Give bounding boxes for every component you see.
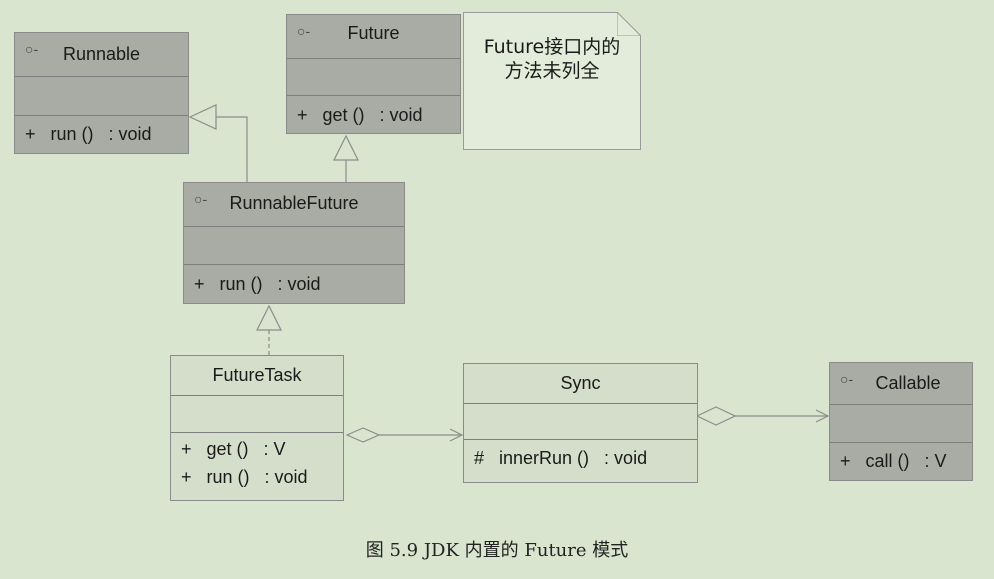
runnable-header: ○- Runnable [15, 33, 188, 77]
future-attributes [287, 59, 460, 96]
interface-icon: ○- [297, 23, 311, 39]
runnable-realization-arrowhead [188, 104, 217, 130]
futuretask-name: FutureTask [212, 365, 302, 385]
runnable-name: Runnable [62, 44, 141, 64]
future-interface[interactable]: ○- Future + get () : void [286, 14, 461, 134]
note-fold-icon [617, 12, 641, 36]
callable-arrowhead [815, 409, 830, 423]
sync-arrowhead [449, 428, 464, 442]
sync-header: Sync [464, 364, 697, 404]
future-header: ○- Future [287, 15, 460, 59]
runnable-methods: + run () : void [15, 116, 188, 148]
note-line-2: 方法未列全 [504, 60, 600, 82]
figure-caption: 图 5.9 JDK 内置的 Future 模式 [365, 540, 629, 561]
futuretask-header: FutureTask [171, 356, 343, 396]
callable-name: Callable [875, 373, 941, 393]
futuretask-method-get: + get () : V [181, 439, 286, 459]
sync-name: Sync [560, 373, 601, 393]
future-realization-arrowhead [333, 134, 359, 161]
runnablefuture-header: ○- RunnableFuture [184, 183, 404, 227]
futuretask-methods: + get () : V + run () : void [171, 433, 343, 491]
future-method-get: + get () : void [297, 105, 423, 125]
futuretask-attributes [171, 396, 343, 433]
callable-method-call: + call () : V [840, 451, 947, 471]
callable-interface[interactable]: ○- Callable + call () : V [829, 362, 973, 481]
sync-attributes [464, 404, 697, 440]
callable-methods: + call () : V [830, 443, 972, 475]
future-note[interactable]: Future接口内的 方法未列全 [463, 12, 641, 150]
runnablefuture-methods: + run () : void [184, 265, 404, 298]
callable-header: ○- Callable [830, 363, 972, 405]
interface-icon: ○- [840, 371, 854, 387]
sync-methods: # innerRun () : void [464, 440, 697, 472]
futuretask-class[interactable]: FutureTask + get () : V + run () : void [170, 355, 344, 501]
note-line-1: Future接口内的 [483, 36, 621, 58]
futuretask-aggregation-diamond [345, 427, 381, 443]
future-methods: + get () : void [287, 96, 460, 129]
runnable-interface[interactable]: ○- Runnable + run () : void [14, 32, 189, 154]
runnablefuture-realization-arrowhead [256, 304, 282, 331]
future-name: Future [347, 23, 400, 43]
note-text: Future接口内的 方法未列全 [464, 35, 640, 83]
sync-aggregation-diamond [695, 406, 737, 426]
runnablefuture-name: RunnableFuture [229, 193, 359, 213]
runnable-method-run: + run () : void [25, 124, 152, 144]
runnablefuture-to-runnable-line [216, 116, 248, 182]
sync-method-innerrun: # innerRun () : void [474, 448, 648, 468]
runnable-attributes [15, 77, 188, 116]
interface-icon: ○- [25, 41, 39, 57]
interface-icon: ○- [194, 191, 208, 207]
runnablefuture-interface[interactable]: ○- RunnableFuture + run () : void [183, 182, 405, 304]
sync-class[interactable]: Sync # innerRun () : void [463, 363, 698, 483]
futuretask-method-run: + run () : void [181, 467, 308, 487]
callable-attributes [830, 405, 972, 443]
runnablefuture-attributes [184, 227, 404, 265]
runnablefuture-method-run: + run () : void [194, 274, 321, 294]
